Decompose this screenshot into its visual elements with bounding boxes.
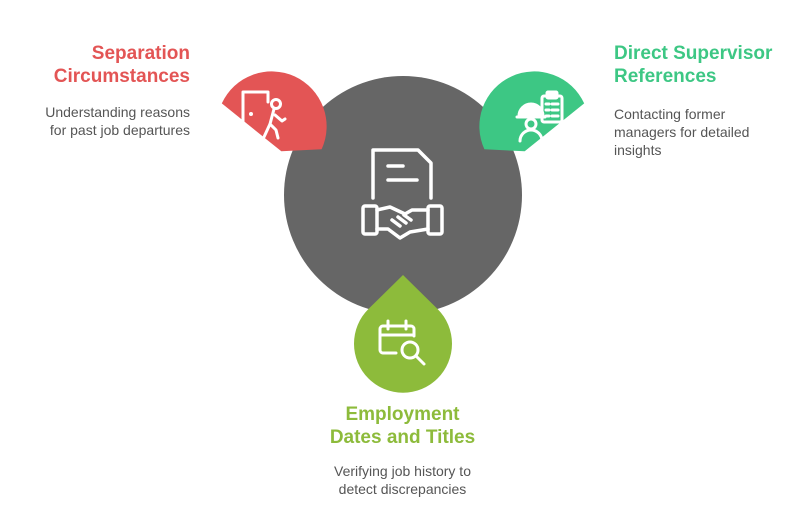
calendar-search-icon [378,319,426,366]
employment-description: Verifying job history to detect discrepa… [300,462,505,498]
supervisor-desc-line1: Contacting former [614,106,726,122]
employment-title-line1: Employment [345,404,460,425]
person-leaving-door-icon [241,90,287,140]
separation-title-line2: Circumstances [53,66,190,87]
separation-title: Separation Circumstances [30,42,190,88]
supervisor-teardrop [479,71,585,152]
supervisor-desc-line2: managers for detailed [614,124,750,140]
employment-desc-line2: detect discrepancies [338,481,467,497]
separation-desc-line1: Understanding reasons [45,104,190,120]
worker-checklist-icon [515,90,564,143]
separation-teardrop [221,71,327,152]
supervisor-title-line2: References [614,66,717,87]
supervisor-title-line1: Direct Supervisor [614,43,773,64]
separation-desc-line2: for past job departures [49,122,190,138]
document-handshake-icon [361,148,444,240]
employment-title-line2: Dates and Titles [329,427,476,448]
employment-title: Employment Dates and Titles [300,403,505,449]
employment-desc-line1: Verifying job history to [334,463,471,479]
employment-teardrop [353,275,452,393]
center-circle [284,76,522,314]
supervisor-desc-line3: insights [614,142,662,158]
supervisor-description: Contacting former managers for detailed … [614,105,784,159]
supervisor-title: Direct Supervisor References [614,42,794,88]
separation-description: Understanding reasons for past job depar… [20,103,190,139]
separation-title-line1: Separation [91,43,190,64]
